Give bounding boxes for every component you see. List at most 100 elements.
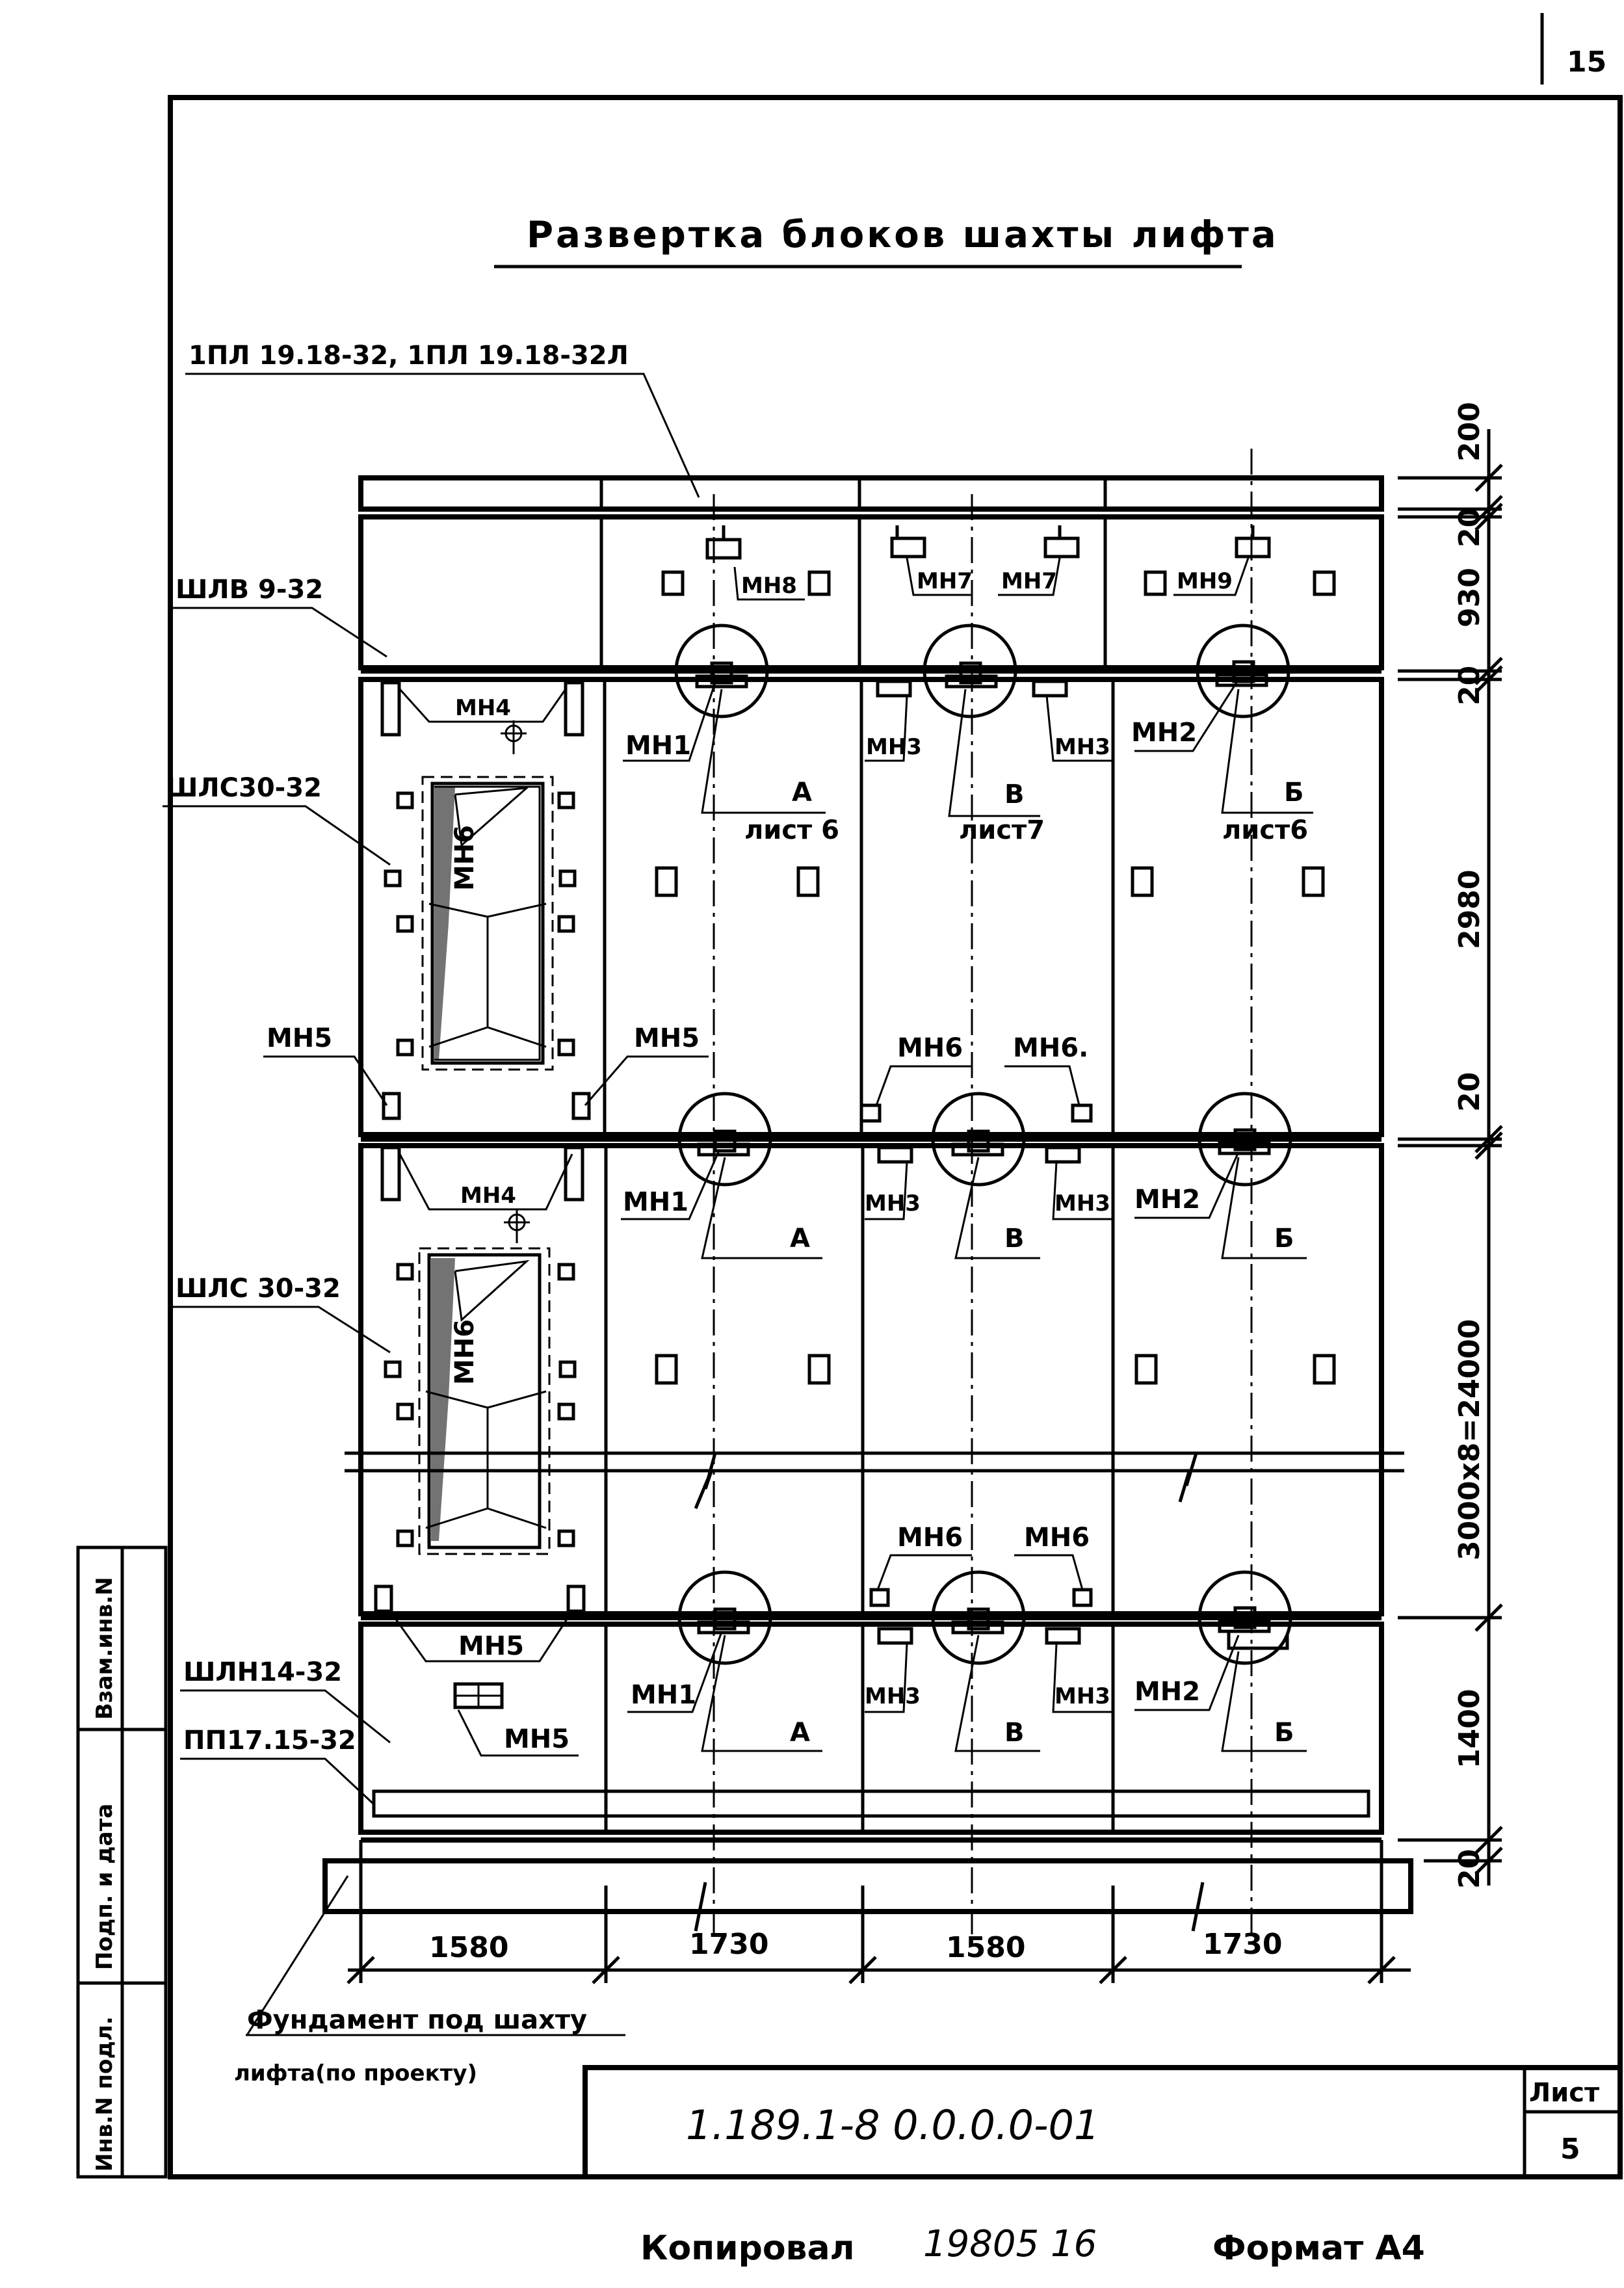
mn7-right-leader [998,557,1061,596]
mn7-right-label: МН7 [1001,568,1057,594]
node-a-lower [677,1570,772,1665]
mn5-lower-right-anchor [566,1585,586,1613]
sheet6-left-label: лист 6 [744,815,839,845]
foundation-note-line-2: лифта(по проекту) [234,2060,477,2086]
mn3-upper-right-label: МН3 [1054,734,1110,760]
dim-20-bottom: 20 [1453,1849,1486,1889]
node-v-upper-leader [948,689,1040,817]
mn7-left-leader [906,557,972,596]
drawing-title: Развертка блоков шахты лифта [527,214,1279,256]
mn1-middle-leader [621,1151,720,1220]
mn3-middle-right-label: МН3 [1054,1190,1110,1216]
mn9-leader [1173,557,1250,596]
mn3-upper-left-leader [865,695,908,762]
mn1-upper-leader [623,682,716,762]
node-b-upper [1196,624,1290,718]
mn9-label: МН9 [1177,568,1233,594]
dim-20-third: 20 [1453,1072,1486,1112]
foundation-note-line-1: Фундамент под шахту [247,2005,587,2035]
mn6-lower-right-leader [1014,1554,1084,1590]
mn3-upper-right-leader [1045,695,1112,762]
shlv-label: ШЛВ 9-32 [176,575,323,605]
mn3-lower-left-leader [865,1643,908,1713]
title-block [583,2065,1623,2179]
mn5-insert-leader [457,1709,579,1757]
copied-by-value: 19805 16 [923,2223,1097,2265]
mn6-upper-door-label: МН6 [450,825,480,891]
pp-leader [180,1757,375,1806]
break-line-middle [345,1451,1404,1509]
mn6-upper-right-label: МН6. [1013,1033,1088,1063]
mn3-lower-right-label: МН3 [1054,1683,1110,1709]
shls-upper-label: ШЛС30-32 [166,773,322,803]
stamp-podp-data: Подп. и дата [92,1804,118,1970]
dim-1730-right: 1730 [1203,1928,1282,1961]
shlv-row [358,514,1384,670]
mn1-lower-label: МН1 [631,1680,696,1710]
mn2-upper-label: МН2 [1131,718,1197,748]
shlv-leader [172,607,387,658]
node-a-middle-leader [701,1157,822,1259]
node-a-lower-label: А [790,1718,810,1748]
horizontal-dimension-chain [347,1840,1411,1984]
format-label: Формат А4 [1212,2229,1425,2268]
mn4-upper-leader [399,688,567,723]
mn2-lower-leader [1134,1635,1240,1711]
mn4-upper-label: МН4 [455,695,511,721]
foundation [322,1858,1413,1932]
mn6-middle-door-label: МН6 [450,1319,480,1385]
node-b-middle-leader [1221,1157,1307,1259]
mn5-lower-left-anchor [374,1585,393,1613]
stamp-inv-podl: Инв.N подл. [92,2016,118,2172]
sheet6-right-label: лист6 [1222,815,1308,845]
mn6-upper-left-label: МН6 [897,1033,963,1063]
shln-leader [180,1689,391,1744]
mn6-lower-left-leader [876,1554,972,1590]
shls-upper-row [358,677,1384,1137]
node-a-lower-leader [701,1635,822,1752]
side-stamp [76,1545,168,2179]
dim-20-top: 20 [1453,508,1486,547]
mn5-right-label: МН5 [634,1023,700,1053]
node-a-middle [677,1092,772,1187]
page-number: 15 [1567,46,1606,79]
node-v-middle [931,1092,1026,1187]
mn6-lower-left-label: МН6 [897,1523,963,1553]
node-v-lower-leader [954,1635,1040,1752]
mn6-upper-right-leader [1004,1065,1080,1106]
mn6-lower-right-anchor [1072,1588,1093,1607]
mn3-middle-left-leader [865,1161,908,1220]
mn5-bottom-leader [389,1611,573,1663]
mn8-label: МН8 [741,573,797,599]
top-plate-label: 1ПЛ 19.18-32, 1ПЛ 19.18-32Л [189,341,629,371]
mn8-leader [733,566,805,601]
stamp-vzam-inv: Взам.инв.N [92,1577,118,1720]
node-b-middle [1198,1092,1292,1187]
node-a-upper [674,624,769,718]
mn1-upper-label: МН1 [625,731,691,761]
mn2-middle-leader [1134,1151,1240,1219]
mn5-insert-label: МН5 [504,1724,570,1754]
top-plate-block [358,475,1384,512]
mn1-lower-leader [627,1631,723,1713]
node-v-middle-leader [954,1157,1040,1259]
document-code: 1.189.1-8 0.0.0.0-01 [686,2101,1099,2149]
copied-by-label: Копировал [640,2229,855,2268]
node-a-upper-leader [701,689,826,814]
node-a-middle-label: А [790,1224,810,1254]
shln-label: ШЛН14-32 [183,1657,342,1687]
node-v-middle-label: В [1004,1224,1025,1254]
node-b-lower [1198,1570,1292,1665]
mn1-middle-label: МН1 [623,1187,688,1217]
foundation-note-leader [246,1875,349,2036]
mn5-bottom-label: МН5 [458,1631,524,1661]
mn4-middle-label: МН4 [460,1183,516,1209]
mn2-upper-leader [1134,679,1240,752]
mn3-upper-left-label: МН3 [866,734,922,760]
dim-24000: 3000х8=24000 [1453,1319,1486,1560]
top-plate-leader [185,373,700,498]
pp-label: ПП17.15-32 [183,1726,356,1755]
dim-1730-left: 1730 [689,1928,768,1961]
mn7-left-label: МН7 [917,568,973,594]
